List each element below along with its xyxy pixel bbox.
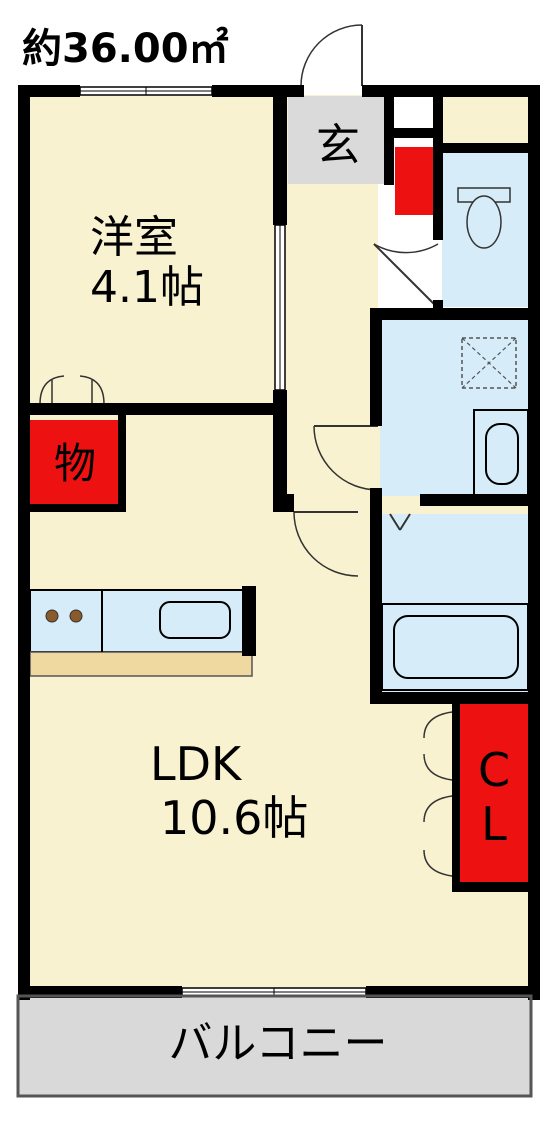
entrance-floor xyxy=(288,96,390,184)
washbasin-bowl xyxy=(485,423,519,485)
washer-pan-cross xyxy=(461,337,517,389)
wall-western-right-top xyxy=(273,95,287,225)
wall-toilet-left-lower xyxy=(433,300,443,312)
window-icon xyxy=(79,86,213,96)
counter-front xyxy=(29,651,253,677)
door-arc xyxy=(423,753,453,781)
stove-burner-icon xyxy=(69,609,83,623)
washer-pan xyxy=(461,337,517,389)
door-arc xyxy=(423,711,453,739)
wall-wet-left-lower xyxy=(370,488,382,704)
kitchen-counter xyxy=(29,589,253,677)
wall-wet-top xyxy=(370,308,530,320)
balcony-floor xyxy=(18,996,531,1096)
wall-storage-bottom xyxy=(30,504,126,512)
door-arc xyxy=(300,24,363,87)
wall-kitchen-end xyxy=(242,586,256,656)
kitchen-sink-icon xyxy=(159,601,231,639)
door-swing-icon xyxy=(423,711,453,877)
wall-storage-right xyxy=(118,410,126,510)
door-arc xyxy=(423,795,453,823)
toilet-bowl xyxy=(466,195,502,249)
door-arc xyxy=(293,511,359,577)
storage-closet-block xyxy=(30,420,122,508)
sliding-door-icon xyxy=(274,224,286,391)
wall-bath-bottom xyxy=(370,692,530,704)
wall-top-left xyxy=(18,85,80,97)
ldk-name: LDK xyxy=(150,737,243,791)
wall-entrance-right xyxy=(384,95,394,185)
western-room-name: 洋室 xyxy=(90,212,178,263)
door-arc xyxy=(79,375,105,405)
door-leaf xyxy=(399,513,411,531)
balcony-border xyxy=(16,994,533,1098)
door-leaf xyxy=(389,513,401,531)
stove-burner-icon xyxy=(45,609,59,623)
door-arc xyxy=(373,243,439,254)
wall-right xyxy=(528,85,540,1000)
wall-left xyxy=(18,85,30,1000)
wall-hall-bottom xyxy=(278,494,294,512)
door-arc xyxy=(423,849,453,877)
wall-top-right xyxy=(362,85,532,97)
wall-closet-bottom xyxy=(452,882,532,892)
storage-label: 物 xyxy=(54,439,96,488)
balcony-label: バルコニー xyxy=(168,1018,387,1069)
western-room-size: 4.1帖 xyxy=(90,262,204,313)
door-swing-icon xyxy=(313,425,379,491)
ldk-size: 10.6帖 xyxy=(160,791,308,845)
washer-pan-icon xyxy=(461,337,517,389)
door-arc xyxy=(39,375,65,405)
door-swing-icon xyxy=(373,243,439,309)
door-arc xyxy=(313,425,379,491)
door-leaf xyxy=(373,243,439,309)
door-swing-icon xyxy=(39,375,105,405)
door-swing-icon xyxy=(389,513,411,531)
wall-toilet-top xyxy=(440,143,530,153)
entrance-label: 玄 xyxy=(316,120,360,171)
wall-wash-bath-divider xyxy=(420,494,530,506)
closet-block xyxy=(458,704,530,884)
western-room-floor xyxy=(30,95,278,410)
wall-shoebox-top xyxy=(384,128,440,138)
wall-top-mid xyxy=(212,85,304,97)
doors xyxy=(39,24,453,877)
door-swing-icon xyxy=(293,511,359,577)
wall-western-right-bottom xyxy=(273,390,287,512)
area-label: 約36.00㎡ xyxy=(22,26,229,72)
storage-room-top-floor xyxy=(440,95,528,150)
wall-western-bottom xyxy=(30,403,287,415)
washbasin-icon xyxy=(473,409,529,497)
wall-closet-left xyxy=(452,704,460,889)
closet-label-line1: C xyxy=(478,743,510,797)
closet-label-line2: L xyxy=(481,797,507,851)
door-swing-icon xyxy=(300,24,363,87)
shoe-box xyxy=(395,147,433,215)
bathtub-inner xyxy=(393,615,519,679)
bathtub-icon xyxy=(381,603,529,691)
wall-toilet-left xyxy=(433,95,443,240)
toilet-icon xyxy=(457,187,511,249)
wall-wet-left-upper xyxy=(370,308,382,426)
